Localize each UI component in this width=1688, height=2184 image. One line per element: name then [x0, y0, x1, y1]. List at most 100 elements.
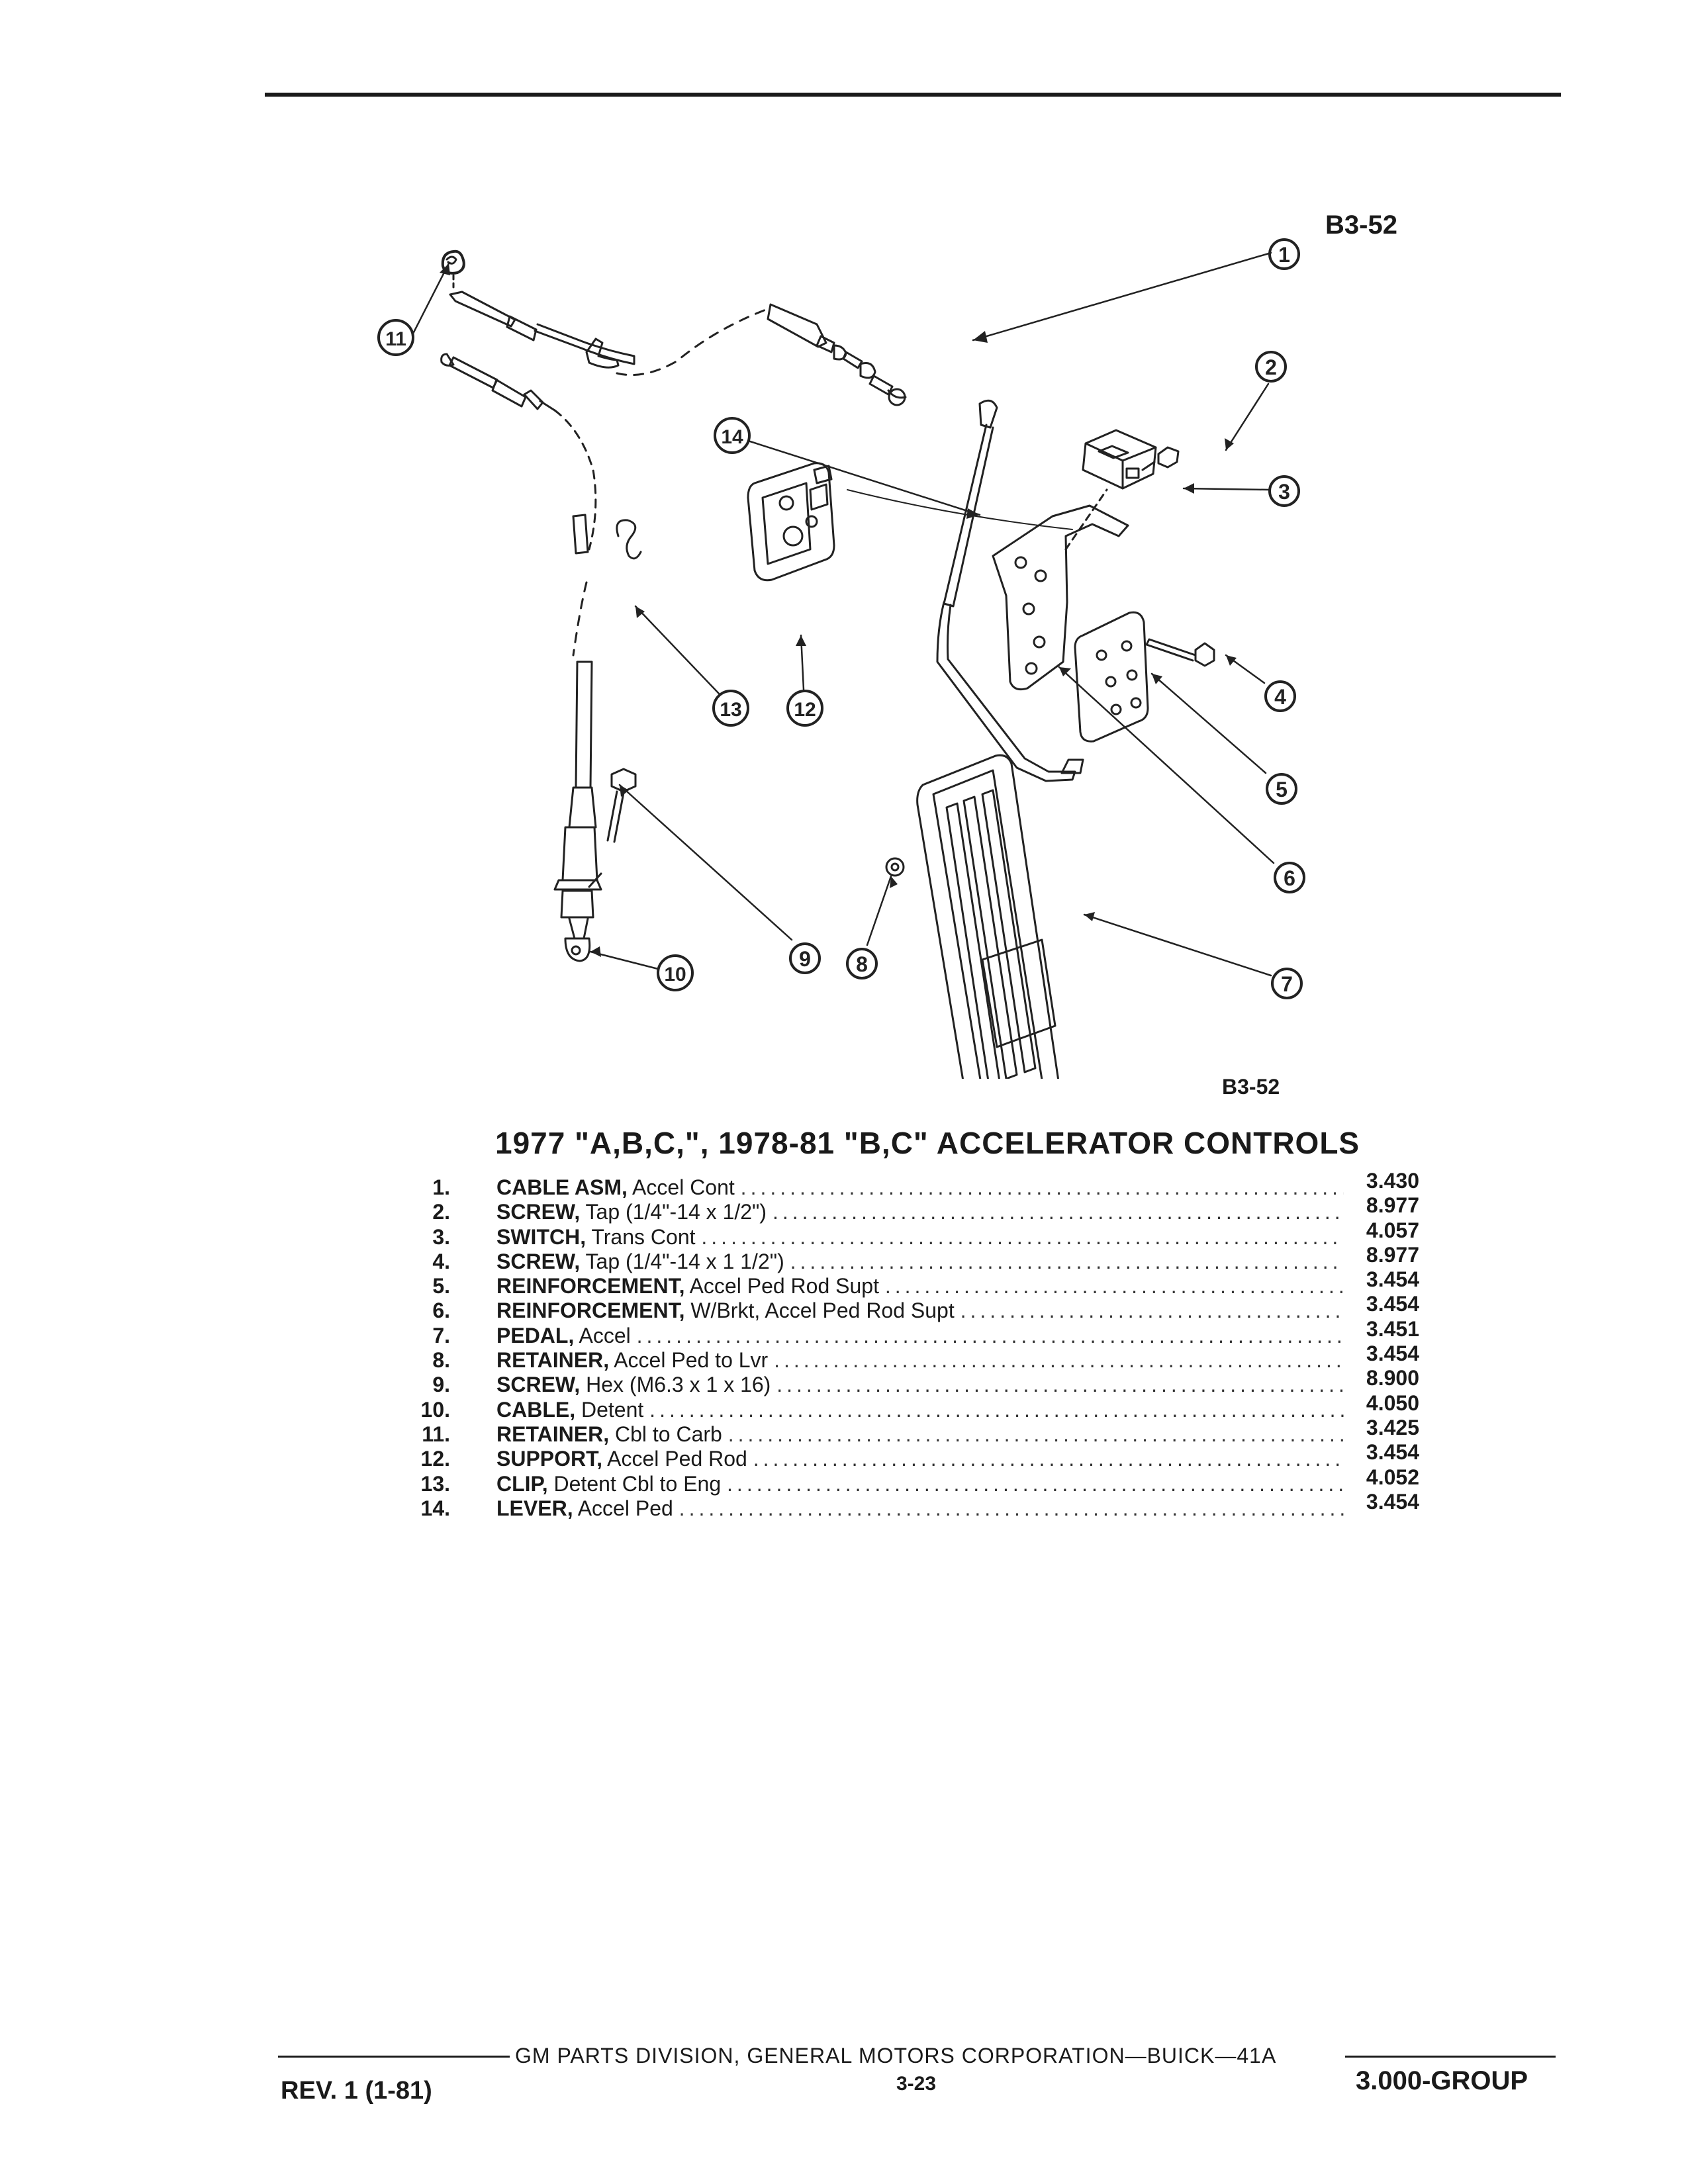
part-description: RETAINER, Cbl to Carb ..................… [496, 1422, 1344, 1447]
group-number: 8.977 [1366, 1242, 1419, 1267]
callout-7-number: 7 [1281, 972, 1293, 996]
part-description: RETAINER, Accel Ped to Lvr .............… [496, 1348, 1344, 1373]
callout-12: 12 [786, 690, 823, 727]
tap-screw-long [1145, 638, 1215, 667]
callout-13: 13 [712, 690, 749, 727]
leader-arrowheads [440, 263, 1237, 957]
reinforcement-with-bracket [992, 504, 1129, 691]
part-row: 5. REINFORCEMENT, Accel Ped Rod Supt ...… [397, 1267, 1430, 1298]
callout-10: 10 [657, 954, 694, 991]
leader-dots: ........................................… [884, 1274, 1344, 1298]
figure-code-bottom: B3-52 [1222, 1075, 1280, 1099]
part-number: 5. [432, 1274, 450, 1298]
leader-dots: ........................................… [960, 1298, 1344, 1323]
part-name: LEVER, [496, 1496, 573, 1520]
callout-2: 2 [1255, 351, 1287, 383]
group-number: 3.451 [1366, 1316, 1419, 1341]
part-description: PEDAL, Accel ...........................… [496, 1324, 1344, 1348]
part-row: 9. SCREW, Hex (M6.3 x 1 x 16) ..........… [397, 1366, 1430, 1397]
section-title: 1977 "A,B,C,", 1978-81 "B,C" ACCELERATOR… [495, 1126, 1360, 1160]
callout-5: 5 [1266, 773, 1297, 805]
leader-dots: ........................................… [790, 1249, 1344, 1273]
callout-13-number: 13 [720, 699, 741, 721]
part-name: RETAINER, [496, 1422, 610, 1446]
detent-clip [616, 519, 642, 560]
callout-4: 4 [1264, 680, 1296, 712]
part-number: 14. [420, 1496, 450, 1520]
part-name: SCREW, [496, 1249, 581, 1273]
part-row: 10. CABLE, Detent ......................… [397, 1391, 1430, 1422]
figure-code: B3-52 [1325, 210, 1397, 240]
group-number: 3.454 [1366, 1267, 1419, 1292]
part-description: CLIP, Detent Cbl to Eng ................… [496, 1472, 1344, 1496]
part-detail: Tap (1/4"-14 x 1 1/2") [585, 1249, 784, 1273]
part-number: 3. [432, 1224, 450, 1249]
leader-dots: ........................................… [776, 1373, 1344, 1397]
group-number: 4.050 [1366, 1390, 1419, 1415]
leader-dots: ........................................… [727, 1422, 1344, 1446]
part-name: PEDAL, [496, 1323, 575, 1347]
part-number: 2. [432, 1200, 450, 1224]
part-description: SWITCH, Trans Cont .....................… [496, 1225, 1344, 1250]
group-number: 8.977 [1366, 1193, 1419, 1218]
callout-5-number: 5 [1276, 778, 1288, 801]
accel-cable-assembly [441, 250, 907, 406]
callout-3: 3 [1268, 475, 1300, 507]
part-name: SWITCH, [496, 1224, 586, 1249]
callout-8-number: 8 [856, 952, 868, 976]
part-number: 12. [420, 1447, 450, 1471]
exploded-parts-diagram: 1 2 3 4 5 6 7 8 9 10 11 12 13 14 [377, 238, 1305, 1079]
page-number: 3-23 [896, 2073, 937, 2095]
group-number: 8.900 [1366, 1366, 1419, 1390]
group-number: 3.454 [1366, 1342, 1419, 1366]
part-row: 13. CLIP, Detent Cbl to Eng ............… [397, 1465, 1430, 1496]
leader-dots: ........................................… [649, 1397, 1344, 1422]
group-number: 3.430 [1366, 1169, 1419, 1193]
callout-14: 14 [714, 417, 751, 454]
part-row: 8. RETAINER, Accel Ped to Lvr ..........… [397, 1342, 1430, 1373]
parts-list: 1. CABLE ASM, Accel Cont ...............… [397, 1169, 1430, 1521]
part-row: 12. SUPPORT, Accel Ped Rod .............… [397, 1440, 1430, 1471]
part-name: REINFORCEMENT, [496, 1274, 685, 1298]
part-name: REINFORCEMENT, [496, 1298, 685, 1323]
part-number: 9. [432, 1373, 450, 1397]
leader-dots: ........................................… [636, 1323, 1344, 1347]
part-detail: Cbl to Carb [614, 1422, 722, 1446]
footer-rule-left [278, 2056, 510, 2058]
part-number: 11. [422, 1422, 450, 1446]
callout-3-number: 3 [1278, 480, 1290, 504]
tap-screw-small [1141, 446, 1180, 471]
callout-11: 11 [377, 319, 414, 356]
part-row: 4. SCREW, Tap (1/4"-14 x 1 1/2") .......… [397, 1243, 1430, 1274]
part-detail: Tap (1/4"-14 x 1/2") [585, 1200, 767, 1224]
part-number: 8. [432, 1348, 450, 1373]
callout-8: 8 [846, 948, 878, 979]
group-label: 3.000-GROUP [1356, 2066, 1528, 2095]
trans-control-switch [1082, 429, 1157, 490]
part-detail: Trans Cont [591, 1224, 696, 1249]
leader-dots: ........................................… [740, 1175, 1344, 1199]
group-number: 3.454 [1366, 1292, 1419, 1316]
part-row: 1. CABLE ASM, Accel Cont ...............… [397, 1169, 1430, 1200]
reinforcement-plate [1074, 611, 1149, 743]
part-detail: Accel Ped Rod [607, 1447, 747, 1471]
footer-publisher: GM PARTS DIVISION, GENERAL MOTORS CORPOR… [515, 2044, 1277, 2068]
part-row: 11. RETAINER, Cbl to Carb ..............… [397, 1416, 1430, 1447]
callout-1: 1 [1268, 238, 1300, 270]
group-number: 3.454 [1366, 1489, 1419, 1514]
callout-14-number: 14 [721, 426, 743, 448]
leader-dots: ........................................… [727, 1471, 1344, 1496]
part-number: 6. [432, 1298, 450, 1323]
callout-10-number: 10 [664, 964, 686, 985]
top-rule [265, 93, 1561, 97]
part-description: SUPPORT, Accel Ped Rod .................… [496, 1447, 1344, 1471]
part-name: SCREW, [496, 1373, 581, 1397]
part-number: 1. [432, 1175, 450, 1199]
part-row: 3. SWITCH, Trans Cont ..................… [397, 1218, 1430, 1250]
part-description: SCREW, Tap (1/4"-14 x 1 1/2") ..........… [496, 1250, 1344, 1274]
leader-dots: ........................................… [774, 1348, 1344, 1373]
part-description: REINFORCEMENT, Accel Ped Rod Supt ......… [496, 1274, 1344, 1298]
part-name: SUPPORT, [496, 1447, 603, 1471]
group-number: 3.454 [1366, 1440, 1419, 1465]
callout-9: 9 [789, 942, 821, 974]
